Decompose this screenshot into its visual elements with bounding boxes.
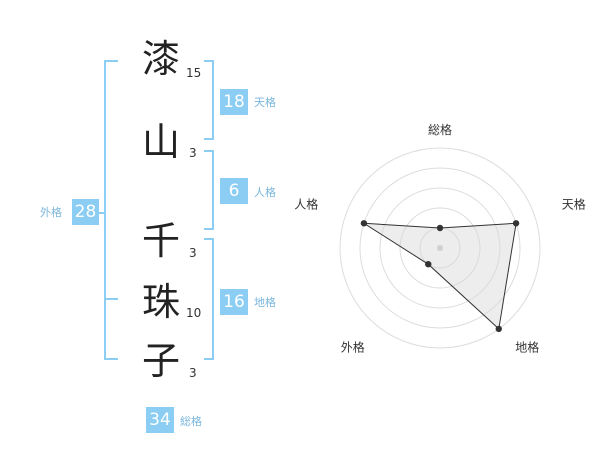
name-char-5: 子	[142, 339, 181, 383]
radar-axis-label-4: 外格	[341, 340, 365, 355]
radar-point-4	[425, 260, 432, 268]
tenkaku-bracket-top	[204, 60, 214, 62]
tenkaku-bracket-vertical	[212, 60, 214, 140]
stroke-count-2: 3	[189, 146, 197, 160]
radar-polygon	[363, 222, 517, 330]
radar-center-dot	[437, 245, 443, 251]
outer-bracket-bottom	[104, 358, 118, 360]
stroke-count-4: 10	[186, 306, 202, 320]
outer-bracket-mid	[104, 298, 118, 300]
chikaku-bracket-vertical	[212, 238, 214, 360]
radar-ring-2	[399, 207, 481, 289]
radar-ring-4	[359, 167, 521, 329]
radar-axis-label-5: 人格	[294, 196, 318, 211]
jinkaku-bracket-bottom	[204, 228, 214, 230]
chikaku-label: 地格	[254, 296, 276, 309]
tenkaku-bracket-bottom	[204, 138, 214, 140]
soukaku-score: 34	[146, 407, 174, 433]
outer-bracket-stub	[98, 212, 106, 214]
chikaku-bracket-bottom	[204, 358, 214, 360]
stroke-count-3: 3	[189, 246, 197, 260]
name-char-4: 珠	[142, 280, 181, 324]
name-char-3: 千	[142, 219, 181, 263]
chikaku-score: 16	[220, 289, 248, 315]
radar-point-2	[512, 220, 520, 227]
radar-ring-3	[379, 187, 501, 309]
radar-point-5	[360, 220, 368, 227]
tenkaku-label: 天格	[254, 96, 276, 109]
jinkaku-score: 6	[220, 178, 248, 204]
jinkaku-bracket-top	[204, 150, 214, 152]
radar-axis-label-1: 総格	[428, 122, 452, 137]
stroke-count-5: 3	[189, 366, 197, 380]
tenkaku-score: 18	[220, 89, 248, 115]
gaikaku-label: 外格	[40, 206, 62, 219]
radar-axis-label-3: 地格	[515, 340, 539, 355]
outer-bracket-top	[104, 60, 118, 62]
stroke-count-1: 15	[186, 66, 202, 80]
radar-point-1	[436, 224, 444, 232]
name-char-2: 山	[142, 120, 181, 164]
soukaku-label: 総格	[180, 415, 202, 428]
jinkaku-bracket-vertical	[212, 150, 214, 230]
radar-axis-label-2: 天格	[562, 196, 586, 211]
jinkaku-label: 人格	[254, 186, 276, 199]
radar-point-3	[495, 325, 502, 333]
chikaku-bracket-top	[204, 238, 214, 240]
outer-bracket-vertical	[104, 60, 106, 360]
name-char-1: 漆	[142, 37, 181, 81]
gaikaku-score: 28	[72, 199, 99, 225]
